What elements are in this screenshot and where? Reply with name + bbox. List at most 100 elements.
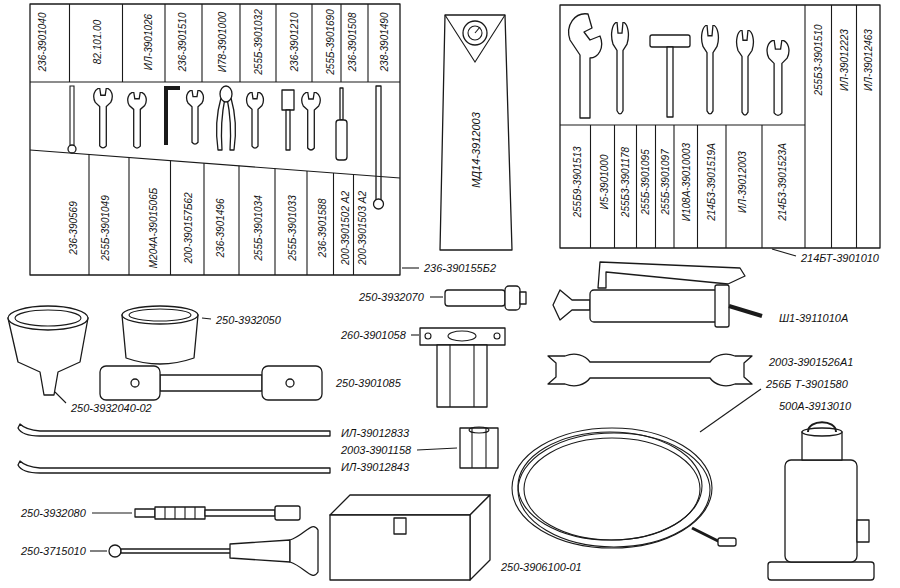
grease-gun	[590, 290, 720, 322]
wrench	[548, 354, 752, 386]
part-number: ИЛ-39012223	[839, 28, 850, 92]
tool	[494, 333, 500, 339]
part-number: 200-3901502 А2	[340, 190, 351, 266]
fitting	[121, 549, 231, 553]
gauge-pouch	[475, 27, 480, 33]
grease-gun	[715, 285, 729, 327]
tool-roll	[70, 86, 74, 146]
part-number: 214Б3-3901519А	[706, 142, 717, 222]
funnel	[8, 306, 198, 395]
part-number: 250-3901085	[335, 377, 402, 389]
tyre-lever	[18, 424, 330, 473]
part-number: 255Б-3901049	[100, 194, 111, 261]
part-number: 236-3901040	[37, 12, 48, 73]
part-number: Ш1-3911010А	[778, 312, 849, 324]
part-number: М204А-3901506Б	[148, 187, 159, 269]
part-number: 255Б-3901033	[287, 194, 298, 261]
fitting	[290, 527, 318, 576]
tool	[460, 428, 498, 468]
tool	[472, 428, 486, 468]
part-number: 200-3901503 А2	[357, 190, 368, 266]
gauge-pouch	[440, 15, 512, 250]
part-number: 214Б3-3901523А	[777, 142, 788, 222]
tool-roll	[302, 92, 321, 150]
leader-line	[90, 550, 107, 551]
tool	[100, 366, 160, 400]
part-number: 236-390155Б2	[423, 262, 497, 274]
air-hose	[518, 432, 702, 540]
part-number: 236-3901508	[347, 12, 358, 73]
part-number: 214БТ-3901010	[800, 252, 880, 264]
part-number: 255Б-3901032	[253, 8, 264, 75]
leader-line	[55, 249, 796, 551]
part-number: 236-3901588	[317, 198, 328, 259]
tool-roll	[376, 86, 381, 201]
hydraulic-jack	[768, 422, 874, 580]
air-hose	[524, 438, 700, 540]
air-hose	[718, 538, 736, 546]
part-number: ИЛ-39012833	[340, 427, 410, 439]
part-number: МД14-3912003	[470, 111, 482, 189]
tool-roll	[89, 155, 354, 276]
tyre-lever	[18, 461, 330, 473]
gauge-pouch	[440, 15, 512, 250]
tool-roll	[650, 35, 690, 47]
part-number: ИЛ-39012003	[737, 150, 748, 214]
air-hose	[692, 528, 720, 542]
tool-roll	[737, 30, 754, 115]
grease-gun	[598, 262, 745, 288]
tool	[469, 427, 489, 433]
part-number: 250-3932070	[358, 291, 425, 303]
part-number: 200-390157Б62	[183, 191, 194, 264]
tool-roll	[30, 81, 400, 82]
part-number: 236-3901210	[289, 12, 300, 73]
tool-roll	[220, 86, 232, 102]
part-number: 2003-3901526А1	[768, 356, 854, 368]
tool-box	[330, 495, 490, 515]
part-number: ИЛ-39012463	[863, 28, 874, 92]
air-hose	[512, 428, 712, 548]
tool-roll	[128, 92, 147, 148]
fitting	[230, 540, 290, 562]
hydraulic-jack	[768, 562, 874, 580]
leader-line	[92, 512, 132, 513]
tool-roll	[286, 110, 290, 150]
tool-roll	[805, 5, 857, 248]
funnel	[8, 306, 88, 330]
leader-line	[700, 389, 761, 432]
tool-roll	[702, 25, 719, 114]
leader-line	[417, 448, 457, 450]
tool	[505, 286, 520, 310]
part-number: ИЛ-3901026	[143, 13, 154, 71]
fitting	[155, 507, 205, 519]
tool-roll	[612, 22, 629, 114]
part-number: 250-3715010	[20, 545, 87, 557]
part-number: 255Б9-3901513	[572, 145, 583, 218]
part-number: 82.101.00	[92, 19, 103, 66]
hydraulic-jack	[785, 460, 857, 562]
gauge-pouch	[468, 26, 482, 40]
part-number: И108А-39010003	[681, 142, 692, 222]
tool-box	[330, 515, 470, 580]
part-number: 238-3901490	[379, 12, 390, 73]
tool-box	[470, 495, 490, 580]
tool-roll	[560, 5, 880, 248]
tool	[425, 333, 431, 339]
part-number: 255Б3-3901178	[620, 146, 631, 218]
grease-gun	[729, 306, 762, 316]
tool	[520, 292, 526, 304]
tool-roll	[340, 88, 343, 120]
fitting	[205, 510, 275, 516]
part-number: 255Б-3901690	[325, 8, 336, 75]
part-number: 250-3932040-02	[70, 402, 153, 414]
part-number: 255Б-3901034	[253, 194, 264, 261]
air-hose	[518, 433, 710, 547]
tool-roll	[30, 4, 400, 275]
tool-roll	[70, 4, 369, 82]
tool	[131, 379, 139, 387]
part-number: 2003-3901158	[340, 444, 412, 456]
fitting	[109, 506, 318, 575]
tool	[160, 375, 262, 391]
